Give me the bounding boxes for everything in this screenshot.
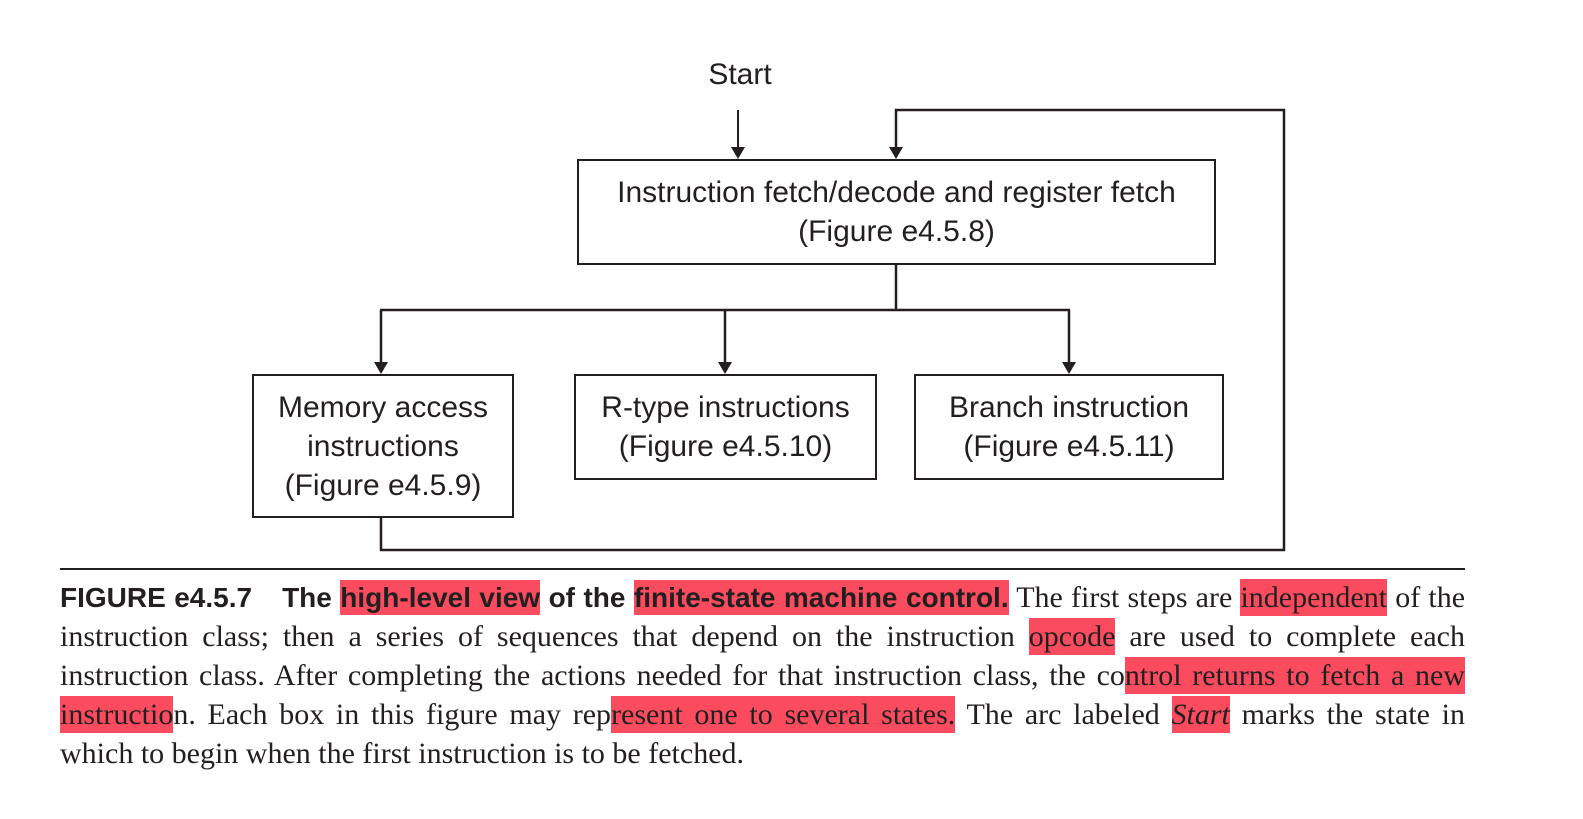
branch-line-2: (Figure e4.5.11) bbox=[963, 430, 1175, 463]
caption-text-4: n. Each box in this figure may rep bbox=[173, 698, 612, 731]
caption-text-3: are used to complete each instruction cl… bbox=[60, 620, 1465, 692]
rtype-line-1: R-type instructions bbox=[601, 391, 850, 424]
memory-access-box: Memory access instructions (Figure e4.5.… bbox=[252, 374, 514, 518]
fetch-decode-line-1: Instruction fetch/decode and register fe… bbox=[617, 176, 1176, 209]
memory-access-line-2: instructions bbox=[307, 429, 459, 463]
caption-text-1: The first steps are bbox=[1008, 581, 1241, 614]
fetch-decode-line-2: (Figure e4.5.8) bbox=[798, 215, 995, 248]
return-loop bbox=[379, 108, 1286, 552]
branch-line-1: Branch instruction bbox=[948, 391, 1190, 424]
figure-caption: FIGURE e4.5.7 The high-level view of the … bbox=[60, 578, 1465, 773]
caption-text-5: The arc labeled bbox=[955, 698, 1172, 731]
highlight-opcode: opcode bbox=[1028, 618, 1116, 655]
title-text-2: of the bbox=[540, 582, 634, 613]
rtype-line-2: (Figure e4.5.10) bbox=[618, 430, 833, 463]
highlight-finite-state-machine: finite-state machine control. bbox=[633, 580, 1009, 615]
title-text-1: The bbox=[282, 582, 341, 613]
caption-divider bbox=[60, 568, 1465, 570]
fetch-decode-box: Instruction fetch/decode and register fe… bbox=[577, 159, 1216, 265]
figure-number: FIGURE e4.5.7 bbox=[60, 582, 253, 613]
caption-text-6: marks the state in which to begin when t… bbox=[60, 698, 1465, 770]
highlight-independent: independent bbox=[1240, 579, 1388, 616]
highlight-high-level-view: high-level view bbox=[340, 580, 541, 615]
start-label: Start bbox=[708, 58, 772, 91]
highlight-several-states: resent one to several states. bbox=[611, 696, 956, 733]
memory-access-line-1: Memory access bbox=[277, 390, 489, 424]
caption-text-2: of the instruction class; then a series … bbox=[60, 581, 1466, 653]
branch-box: Branch instruction (Figure e4.5.11) bbox=[914, 374, 1224, 480]
highlight-start: Start bbox=[1171, 696, 1230, 733]
rtype-box: R-type instructions (Figure e4.5.10) bbox=[574, 374, 877, 480]
memory-access-line-3: (Figure e4.5.9) bbox=[284, 468, 482, 502]
